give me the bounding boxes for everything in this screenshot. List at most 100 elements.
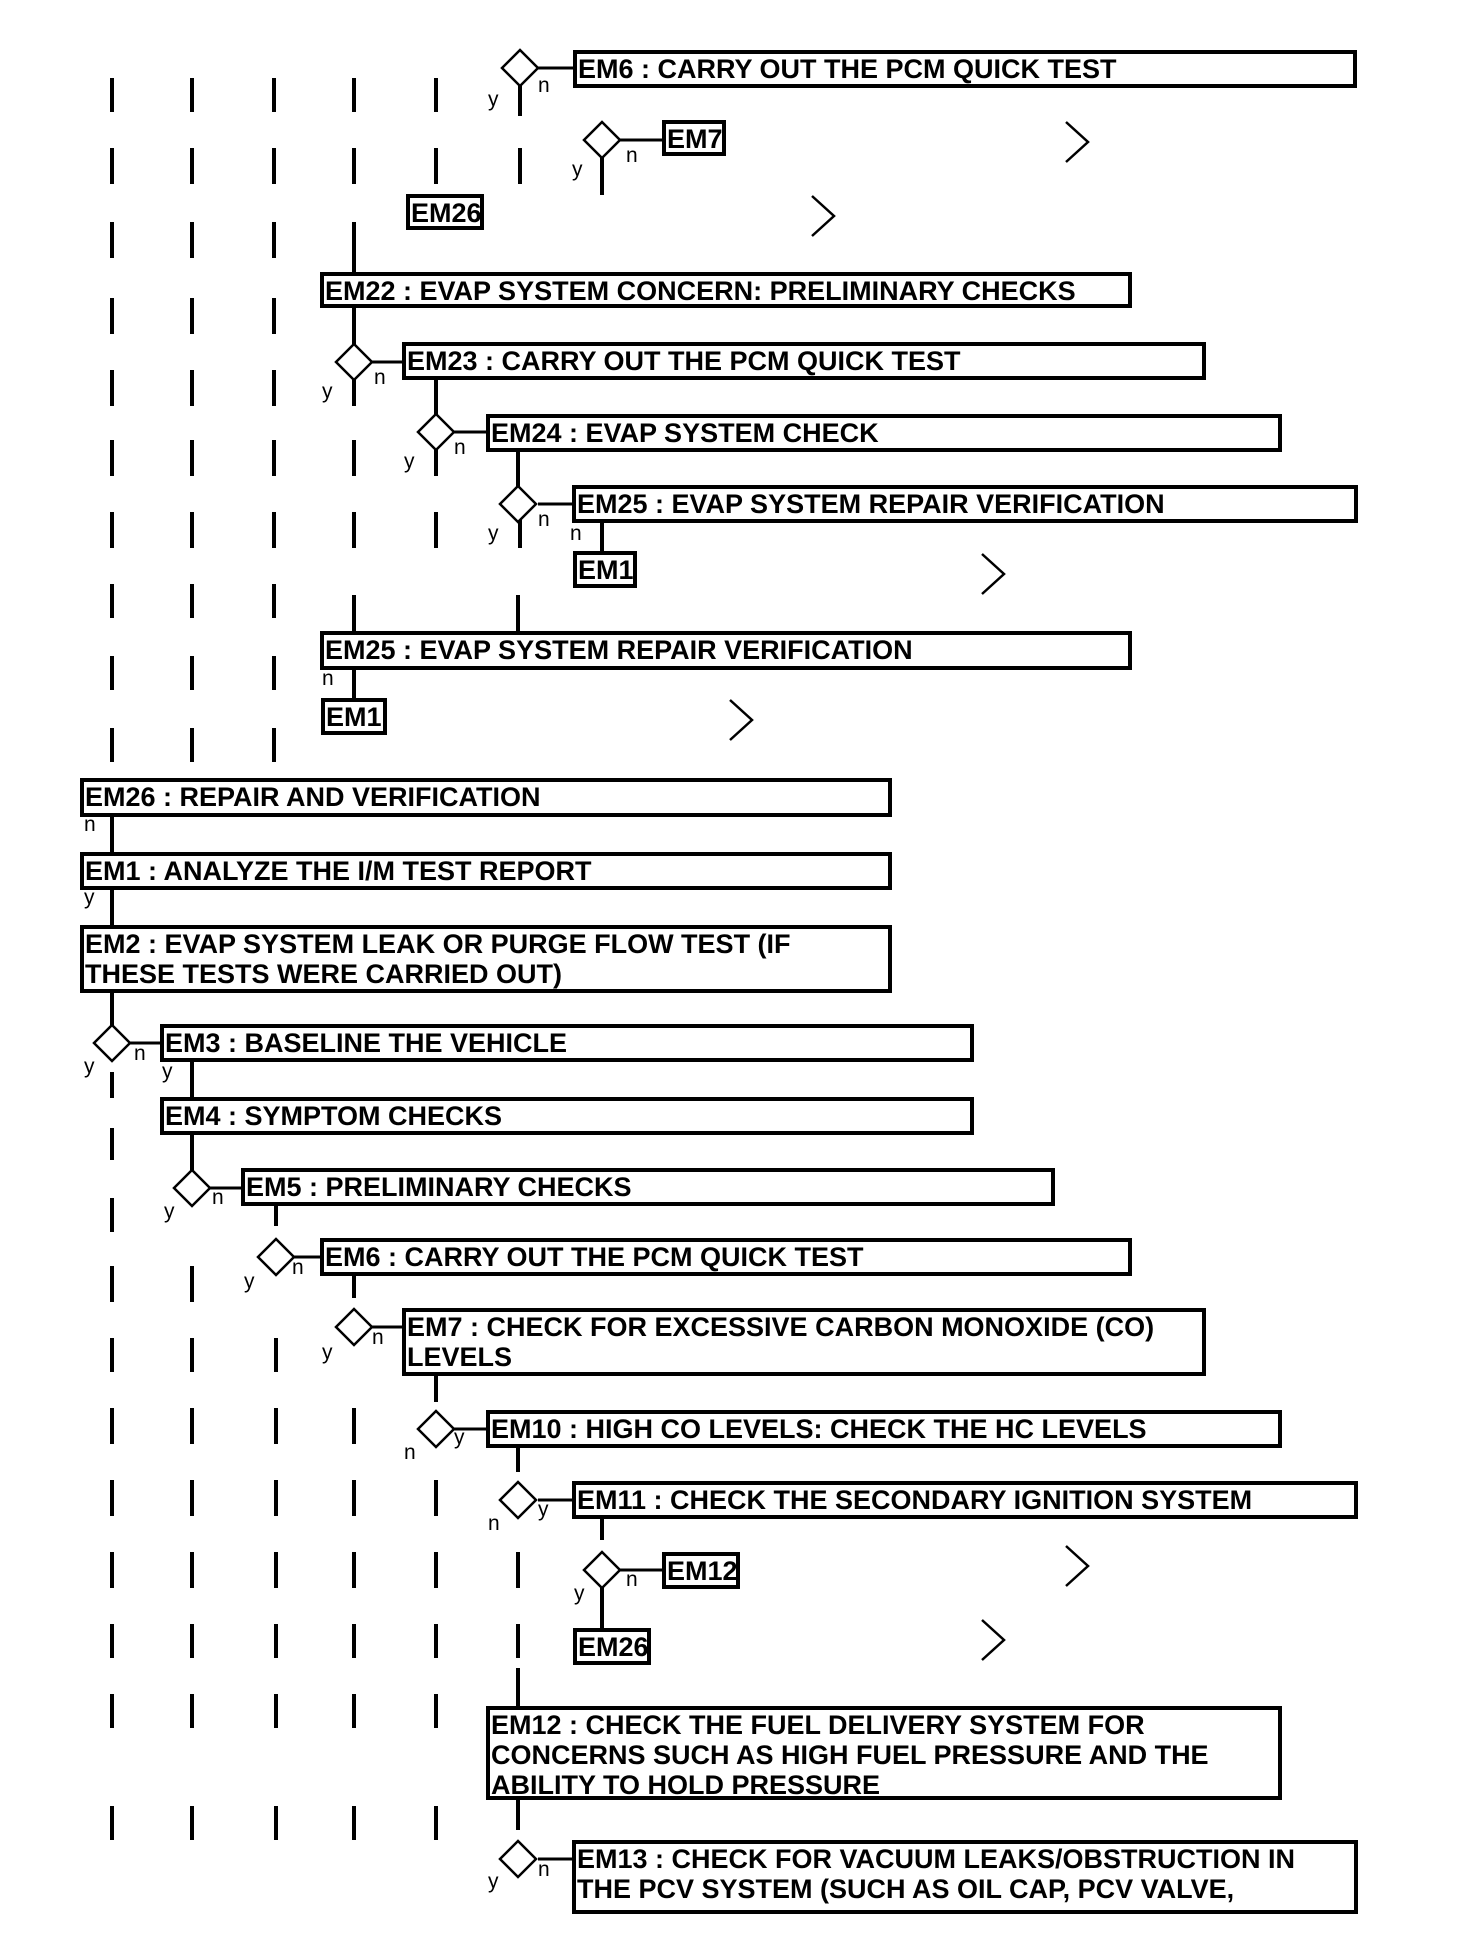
branch-label-no: n [322, 667, 334, 690]
branch-label-yes: y [322, 1341, 333, 1364]
flow-step-text: EM6 : CARRY OUT THE PCM QUICK TEST [578, 54, 1117, 84]
flow-step-text: LEVELS [407, 1342, 512, 1372]
flow-step-box: EM7 : CHECK FOR EXCESSIVE CARBON MONOXID… [402, 1308, 1206, 1376]
flow-step-text: EM2 : EVAP SYSTEM LEAK OR PURGE FLOW TES… [85, 929, 791, 959]
branch-label-no: n [292, 1256, 304, 1279]
flow-step-text: EM25 : EVAP SYSTEM REPAIR VERIFICATION [325, 635, 913, 665]
branch-label-no: n [626, 1568, 638, 1591]
flow-step-text: EM3 : BASELINE THE VEHICLE [165, 1028, 567, 1058]
decision-diamond [92, 1023, 132, 1063]
decision-diamond [416, 1409, 456, 1449]
flow-step-text: EM4 : SYMPTOM CHECKS [165, 1101, 502, 1131]
flow-step-box: EM13 : CHECK FOR VACUUM LEAKS/OBSTRUCTIO… [572, 1840, 1358, 1914]
branch-label-yes: y [322, 380, 333, 403]
flow-step-text: EM1 : ANALYZE THE I/M TEST REPORT [85, 856, 592, 886]
branch-label-yes: y [572, 158, 583, 181]
decision-diamond [256, 1237, 296, 1277]
flow-step-box: EM3 : BASELINE THE VEHICLE [160, 1024, 974, 1062]
branch-label-yes: y [162, 1060, 173, 1083]
flow-step-box: EM12 [662, 1552, 740, 1589]
decision-diamond [582, 1550, 622, 1590]
flow-step-text: EM10 : HIGH CO LEVELS: CHECK THE HC LEVE… [491, 1414, 1147, 1444]
flow-step-text: ABILITY TO HOLD PRESSURE [491, 1770, 880, 1800]
flow-step-box: EM6 : CARRY OUT THE PCM QUICK TEST [320, 1238, 1132, 1276]
branch-label-yes: y [488, 1870, 499, 1893]
flow-step-box: EM1 : ANALYZE THE I/M TEST REPORT [80, 852, 892, 890]
chevron-right-icon [981, 1619, 1006, 1661]
branch-label-yes: y [538, 1498, 549, 1521]
flow-step-text: EM6 : CARRY OUT THE PCM QUICK TEST [325, 1242, 864, 1272]
branch-label-no: n [212, 1186, 224, 1209]
branch-label-no: n [538, 1858, 550, 1881]
flow-step-box: EM1 [321, 698, 387, 735]
decision-diamond [498, 1480, 538, 1520]
branch-label-no: n [488, 1512, 500, 1535]
chevron-right-icon [1065, 1545, 1090, 1587]
branch-label-yes: y [488, 522, 499, 545]
flow-step-text: THESE TESTS WERE CARRIED OUT) [85, 959, 562, 989]
decision-diamond [334, 342, 374, 382]
flow-step-box: EM24 : EVAP SYSTEM CHECK [486, 414, 1282, 452]
flow-step-box: EM26 [573, 1628, 651, 1665]
flow-step-box: EM2 : EVAP SYSTEM LEAK OR PURGE FLOW TES… [80, 925, 892, 993]
flow-step-box: EM1 [573, 551, 637, 588]
chevron-right-icon [729, 699, 754, 741]
flow-step-box: EM23 : CARRY OUT THE PCM QUICK TEST [402, 342, 1206, 380]
flow-step-box: EM26 : REPAIR AND VERIFICATION [80, 778, 892, 817]
flow-step-box: EM22 : EVAP SYSTEM CONCERN: PRELIMINARY … [320, 272, 1132, 308]
branch-label-no: n [570, 522, 582, 545]
branch-label-yes: y [244, 1270, 255, 1293]
flow-step-text: EM1 [578, 555, 634, 585]
flow-step-box: EM25 : EVAP SYSTEM REPAIR VERIFICATION [572, 485, 1358, 523]
flow-step-text: EM26 [578, 1632, 649, 1662]
chevron-right-icon [1065, 121, 1090, 163]
flow-step-box: EM11 : CHECK THE SECONDARY IGNITION SYST… [572, 1481, 1358, 1519]
flow-step-box: EM4 : SYMPTOM CHECKS [160, 1097, 974, 1135]
flow-step-box: EM7 [662, 120, 726, 156]
flow-step-text: EM25 : EVAP SYSTEM REPAIR VERIFICATION [577, 489, 1165, 519]
flow-step-text: CONCERNS SUCH AS HIGH FUEL PRESSURE AND … [491, 1740, 1209, 1770]
flow-step-box: EM10 : HIGH CO LEVELS: CHECK THE HC LEVE… [486, 1410, 1282, 1448]
flow-step-text: EM26 [411, 198, 482, 228]
branch-label-yes: y [488, 88, 499, 111]
chevron-right-icon [981, 553, 1006, 595]
branch-label-yes: y [84, 1055, 95, 1078]
flow-step-text: THE PCV SYSTEM (SUCH AS OIL CAP, PCV VAL… [577, 1874, 1234, 1904]
flow-step-text: EM5 : PRELIMINARY CHECKS [246, 1172, 632, 1202]
branch-label-yes: y [404, 450, 415, 473]
decision-diamond [416, 412, 456, 452]
branch-label-yes: y [454, 1426, 465, 1449]
branch-label-no: n [454, 436, 466, 459]
chevron-right-icon [811, 195, 836, 237]
branch-label-no: n [84, 813, 96, 836]
flow-step-box: EM5 : PRELIMINARY CHECKS [241, 1168, 1055, 1206]
branch-label-no: n [374, 366, 386, 389]
decision-diamond [582, 120, 622, 160]
branch-label-no: n [538, 508, 550, 531]
flow-step-text: EM7 : CHECK FOR EXCESSIVE CARBON MONOXID… [407, 1312, 1154, 1342]
flow-step-text: EM13 : CHECK FOR VACUUM LEAKS/OBSTRUCTIO… [577, 1844, 1295, 1874]
decision-diamond [498, 1839, 538, 1879]
flow-step-box: EM12 : CHECK THE FUEL DELIVERY SYSTEM FO… [486, 1706, 1282, 1800]
flow-step-text: EM12 [667, 1556, 738, 1586]
flow-step-text: EM7 [667, 124, 723, 154]
branch-label-yes: y [84, 886, 95, 909]
flow-step-box: EM25 : EVAP SYSTEM REPAIR VERIFICATION [320, 631, 1132, 670]
decision-diamond [500, 48, 540, 88]
decision-diamond [498, 484, 538, 524]
flow-step-box: EM26 [406, 194, 484, 230]
decision-diamond [334, 1307, 374, 1347]
flow-step-text: EM11 : CHECK THE SECONDARY IGNITION SYST… [577, 1485, 1252, 1515]
flow-step-text: EM24 : EVAP SYSTEM CHECK [491, 418, 879, 448]
branch-label-yes: y [574, 1582, 585, 1605]
flow-step-text: EM12 : CHECK THE FUEL DELIVERY SYSTEM FO… [491, 1710, 1145, 1740]
flow-step-text: EM23 : CARRY OUT THE PCM QUICK TEST [407, 346, 961, 376]
decision-diamond [172, 1168, 212, 1208]
branch-label-no: n [626, 144, 638, 167]
branch-label-no: n [372, 1326, 384, 1349]
flow-step-text: EM1 [326, 702, 382, 732]
branch-label-yes: y [164, 1200, 175, 1223]
branch-label-no: n [538, 74, 550, 97]
